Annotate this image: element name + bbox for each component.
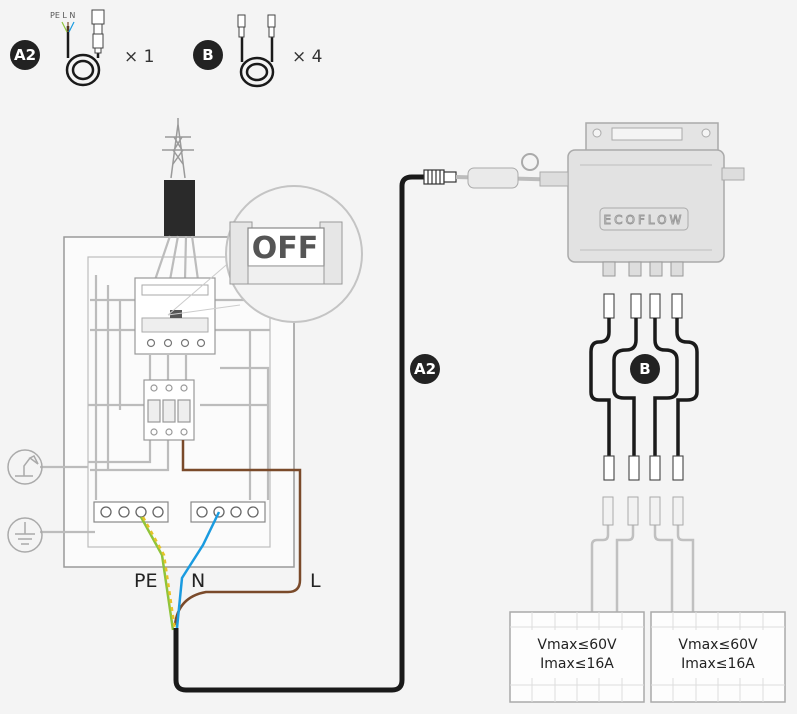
badge-b-cable-text: B bbox=[639, 360, 650, 378]
solar-panel-2: Vmax≤60V Imax≤16A bbox=[650, 611, 786, 703]
legend-b: B × 4 bbox=[193, 14, 322, 88]
wire-tips-icon bbox=[61, 21, 75, 33]
power-pylon-icon bbox=[162, 118, 194, 179]
panel-leads bbox=[590, 525, 695, 612]
ac-cable-a2 bbox=[173, 174, 426, 693]
label-n: N bbox=[191, 570, 205, 592]
grid-feed-cable bbox=[164, 180, 195, 236]
solar-panel-1: Vmax≤60V Imax≤16A bbox=[509, 611, 645, 703]
dc-cables-b bbox=[589, 318, 699, 458]
breaker-1[interactable] bbox=[147, 399, 161, 423]
inverter-brand: ECOFLOW bbox=[604, 213, 685, 227]
badge-a2-cable-text: A2 bbox=[414, 360, 436, 378]
badge-b-text: B bbox=[202, 46, 213, 64]
off-label: OFF bbox=[252, 231, 319, 266]
badge-a2 bbox=[10, 40, 40, 70]
lamp-icon bbox=[7, 449, 43, 485]
legend-a2: A2 PE L N × 1 bbox=[10, 9, 154, 87]
neutral-terminal-bar bbox=[190, 501, 266, 523]
neutral-wire bbox=[175, 511, 221, 629]
mc4-pair-icon bbox=[237, 14, 276, 38]
badge-a2-text: A2 bbox=[14, 46, 36, 64]
breaker-3[interactable] bbox=[177, 399, 191, 423]
panel-1-imax: Imax≤16A bbox=[540, 656, 614, 672]
badge-a2-cable bbox=[410, 354, 440, 384]
badge-b-cable bbox=[630, 354, 660, 384]
coil-b-icon bbox=[239, 36, 275, 88]
badge-b bbox=[193, 40, 223, 70]
ac-connector-icon bbox=[423, 169, 457, 185]
label-l: L bbox=[310, 570, 321, 592]
panel-1-vmax: Vmax≤60V bbox=[537, 637, 617, 653]
inverter-ac-lead bbox=[455, 153, 569, 189]
circuit-breakers bbox=[143, 379, 195, 441]
inverter: ECOFLOW bbox=[455, 122, 745, 277]
pe-wire bbox=[139, 516, 177, 631]
connector-a2-icon bbox=[91, 9, 105, 54]
coil-a2-icon bbox=[65, 26, 101, 87]
ground-icon bbox=[7, 517, 43, 553]
live-wire bbox=[173, 440, 302, 626]
panel-2-imax: Imax≤16A bbox=[681, 656, 755, 672]
label-pe: PE bbox=[134, 570, 157, 592]
breaker-2[interactable] bbox=[162, 399, 176, 423]
panel-connectors bbox=[602, 496, 684, 526]
qty-a2: × 1 bbox=[124, 47, 154, 67]
dc-connectors-bottom bbox=[603, 455, 684, 481]
qty-b: × 4 bbox=[292, 47, 322, 67]
panel-2-vmax: Vmax≤60V bbox=[678, 637, 758, 653]
main-switch bbox=[134, 277, 216, 355]
breaker-zoom-callout: OFF bbox=[167, 185, 363, 323]
dc-connectors-top bbox=[603, 293, 683, 319]
pe-terminal-bar bbox=[93, 501, 169, 523]
internal-wiring bbox=[40, 235, 270, 534]
legend-wire-labels: PE L N bbox=[50, 11, 75, 20]
distribution-box-inner bbox=[87, 256, 271, 548]
